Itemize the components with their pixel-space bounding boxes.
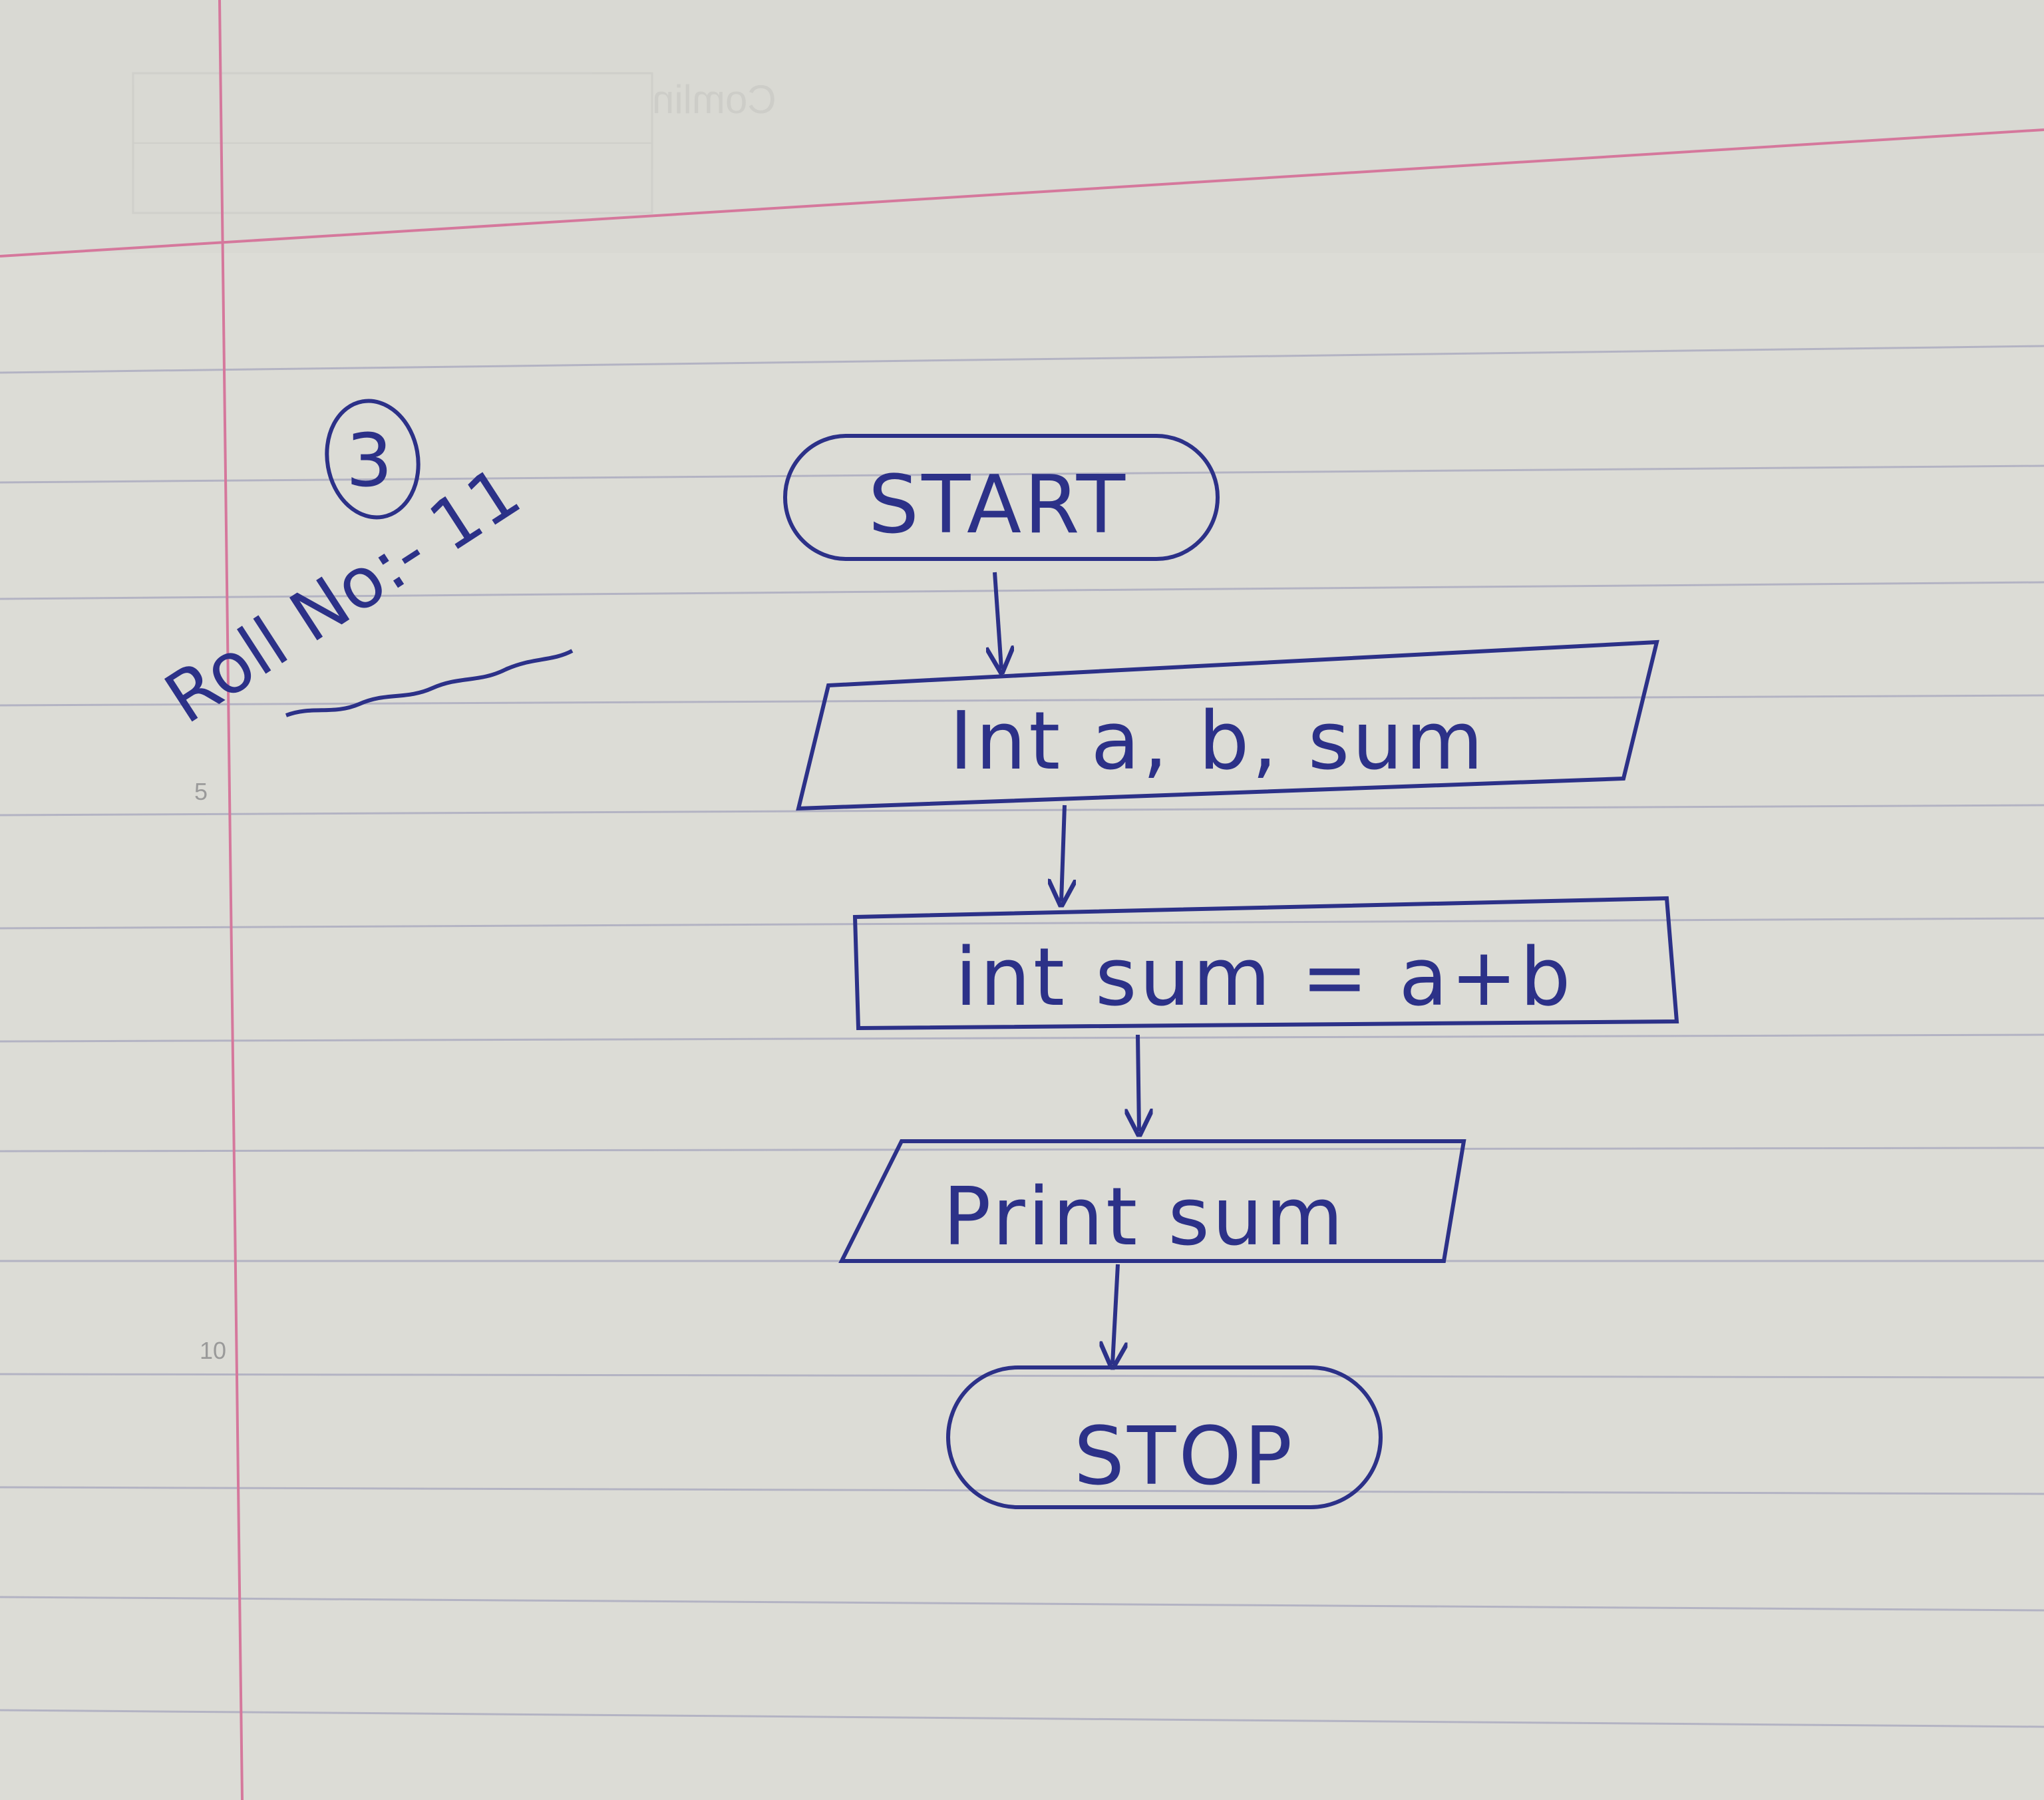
question-number: 3 [346,418,393,503]
flowchart: START Int a, b, sum int sum = a+b Print … [783,434,1679,1509]
flowchart-arrow-input-process [1061,805,1065,902]
roll-number-underline [285,649,574,717]
flowchart-node-process: int sum = a+b [852,896,1679,1031]
header-stamp-text: Comlin [652,77,776,122]
input-label: Int a, b, sum [949,695,1486,788]
header-stamp: Comlin [132,72,776,214]
start-terminator-shape [783,434,1220,561]
stop-label: STOP [1074,1411,1295,1503]
process-label: int sum = a+b [955,932,1573,1024]
flowchart-node-start: START [783,434,1220,561]
flowchart-arrow-process-output [1138,1034,1139,1131]
margin-number-5: 5 [194,778,208,805]
flowchart-node-stop: STOP [946,1365,1383,1509]
output-label: Print sum [943,1171,1346,1264]
start-label: START [868,459,1128,552]
flowchart-arrow-start-input [995,572,1001,669]
process-rectangle-shape [852,896,1679,1031]
question-number-badge: 3 [325,399,421,520]
margin-number-10: 10 [200,1337,226,1364]
flowchart-node-input: Int a, b, sum [796,639,1659,811]
flowchart-arrow-output-stop [1112,1264,1118,1364]
output-parallelogram-shape [838,1139,1466,1263]
input-parallelogram-shape [796,639,1659,811]
flowchart-node-output: Print sum [838,1139,1466,1264]
stop-terminator-shape [946,1365,1383,1509]
page-header-area [0,0,2044,253]
